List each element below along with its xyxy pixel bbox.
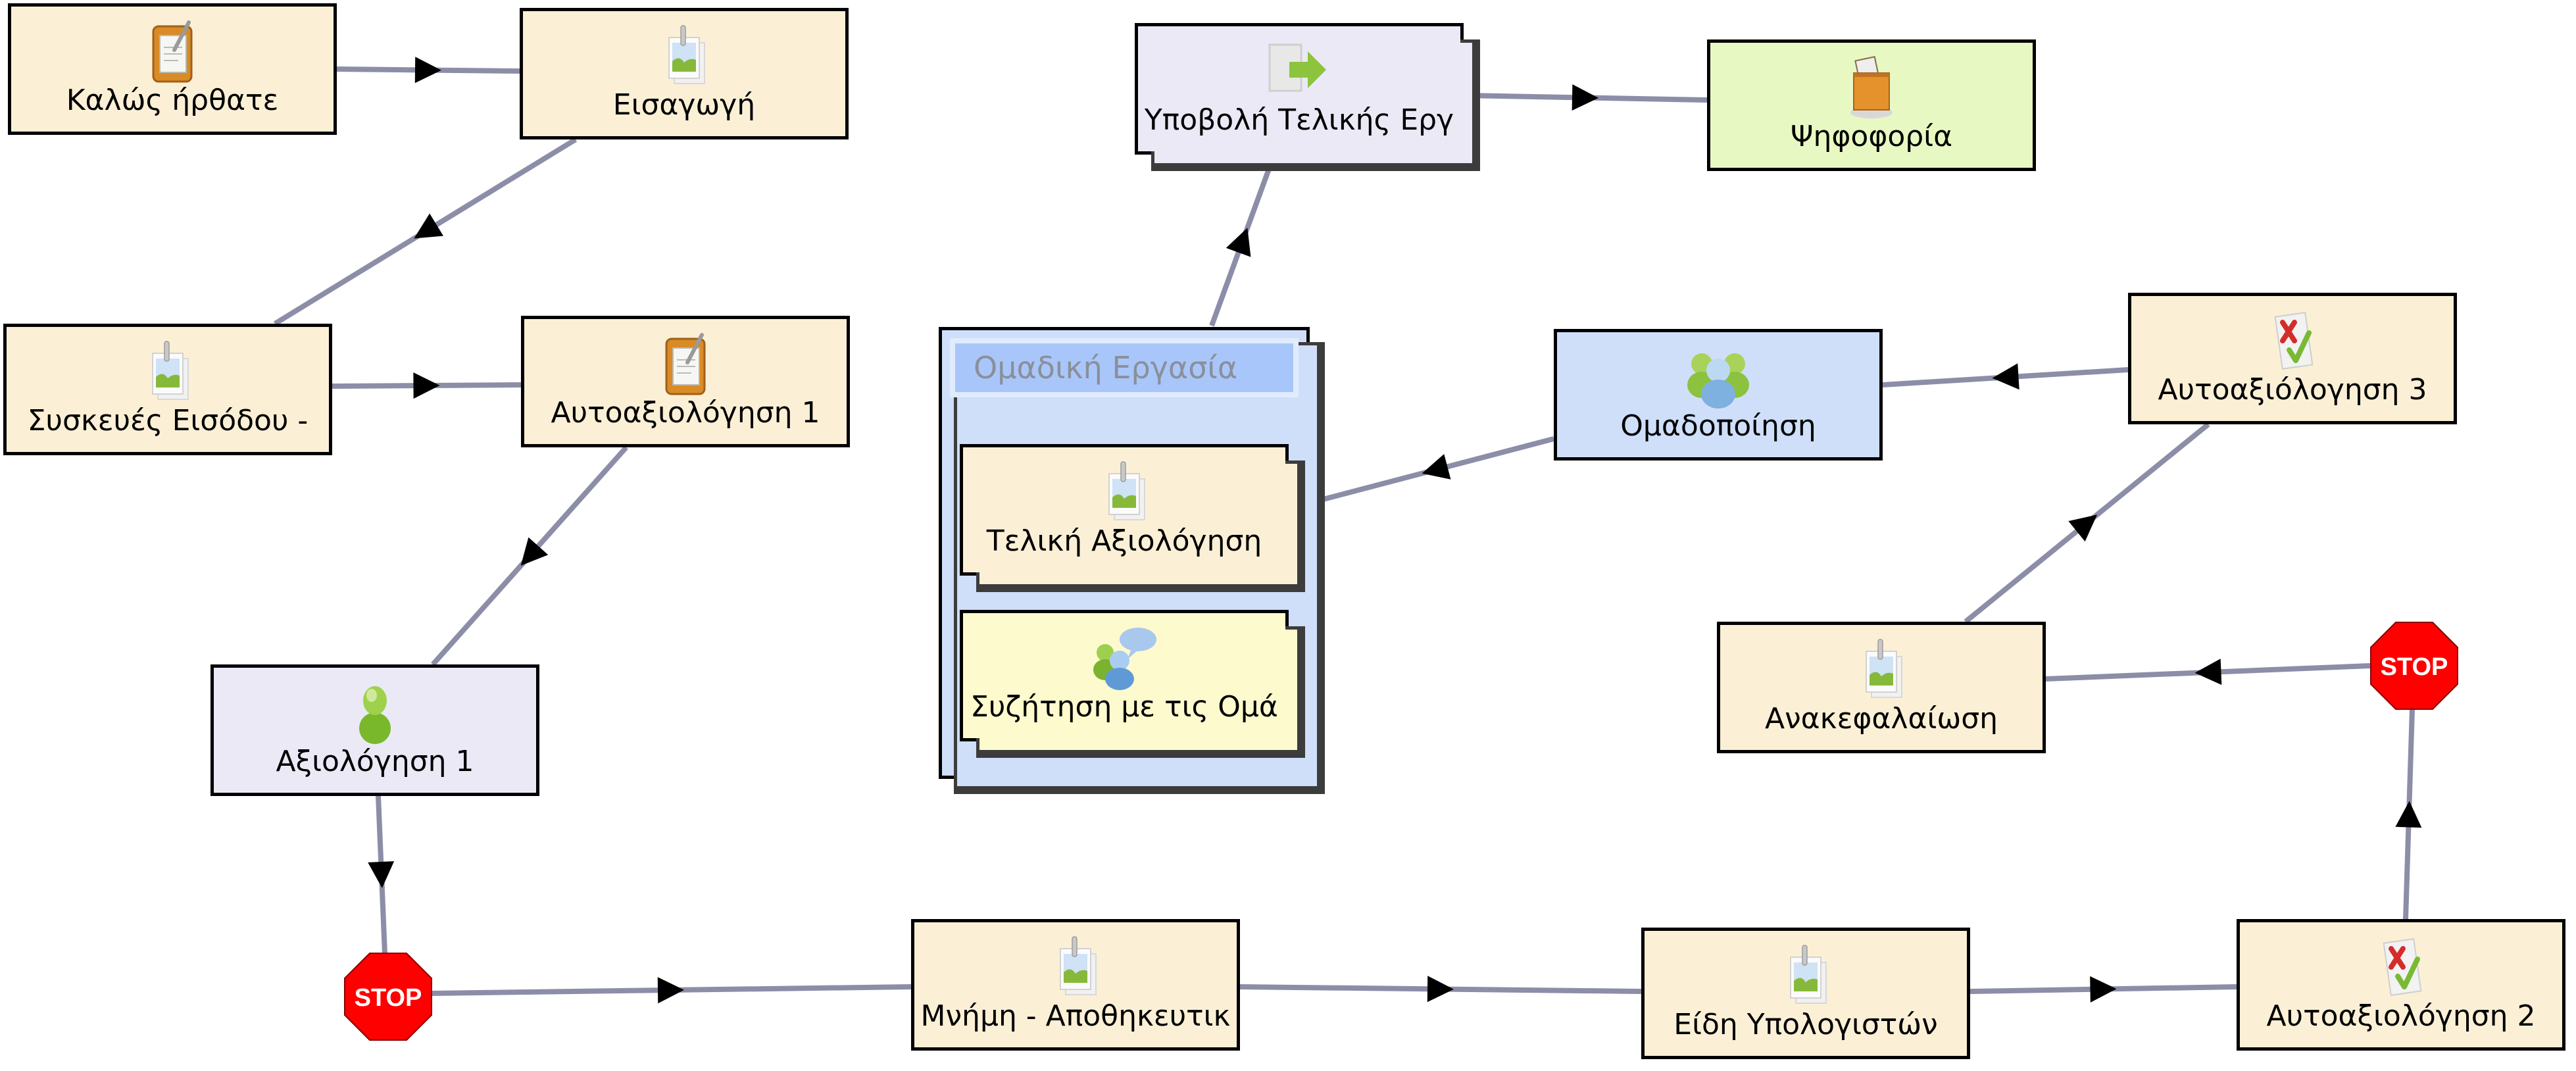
- activity-self-assessment-1[interactable]: Αυτοαξιολόγηση 1: [521, 316, 850, 447]
- activity-label: Τελική Αξιολόγηση: [986, 524, 1262, 558]
- arrowhead-icon: [2194, 659, 2222, 685]
- arrowhead-icon: [1427, 976, 1454, 1003]
- activity-label: Υποβολή Τελικής Εργ: [1144, 103, 1454, 137]
- notebook-icon: [143, 18, 202, 84]
- image-gallery-icon: [1776, 943, 1835, 1009]
- notebook-icon: [656, 331, 715, 397]
- activity-label: Ομαδοποίηση: [1620, 409, 1816, 443]
- arrowhead-icon: [520, 537, 549, 566]
- activity-label: Είδη Υπολογιστών: [1673, 1008, 1938, 1041]
- arrowhead-icon: [414, 57, 441, 84]
- activity-label: Ανακεφαλαίωση: [1765, 702, 1998, 735]
- arrowhead-icon: [413, 372, 440, 399]
- activity-grouping[interactable]: Ομαδοποίηση: [1554, 329, 1883, 461]
- activity-label: Συζήτηση με τις Ομά: [970, 690, 1278, 724]
- arrowhead-icon: [657, 977, 684, 1004]
- image-gallery-icon: [138, 339, 197, 405]
- arrowhead-icon: [1992, 363, 2019, 390]
- activity-assessment-1[interactable]: Αξιολόγηση 1: [211, 664, 539, 796]
- activity-self-assessment-2[interactable]: Αυτοαξιολόγηση 2: [2237, 919, 2565, 1051]
- activity-label: Μνήμη - Αποθηκευτικ: [920, 999, 1231, 1033]
- group-work-container[interactable]: Ομαδική Εργασία Τελική Αξιολόγηση Συζήτη…: [939, 327, 1325, 794]
- activity-self-assessment-3[interactable]: Αυτοαξιόλογηση 3: [2128, 293, 2457, 424]
- activity-label: Ψηφοφορία: [1790, 120, 1953, 153]
- stop-gate-2[interactable]: STOP: [2369, 621, 2459, 710]
- quiz-check-icon: [2263, 308, 2322, 374]
- arrowhead-icon: [2090, 976, 2117, 1003]
- arrowhead-icon: [1422, 454, 1451, 480]
- stop-sign-icon: STOP: [2370, 622, 2458, 710]
- activity-final-submission[interactable]: Υποβολή Τελικής Εργ: [1135, 23, 1480, 171]
- arrowhead-icon: [1226, 228, 1251, 257]
- activity-memory-storage[interactable]: Μνήμη - Αποθηκευτικ: [911, 919, 1240, 1051]
- stop-gate-1[interactable]: STOP: [343, 952, 433, 1041]
- arrowhead-icon: [414, 213, 444, 239]
- quiz-check-icon: [2371, 934, 2431, 1000]
- image-gallery-icon: [1095, 459, 1154, 525]
- activity-final-assessment[interactable]: Τελική Αξιολόγηση: [960, 444, 1305, 592]
- activity-label: Εισαγωγή: [612, 88, 756, 122]
- activity-summary[interactable]: Ανακεφαλαίωση: [1717, 622, 2046, 753]
- group-users-icon: [1682, 344, 1754, 410]
- stop-label: STOP: [355, 984, 422, 1012]
- activity-group-chat[interactable]: Συζήτηση με τις Ομά: [960, 610, 1305, 758]
- activity-label: Αξιολόγηση 1: [276, 745, 474, 778]
- activity-label: Αυτοαξιολόγηση 1: [551, 396, 820, 430]
- image-gallery-icon: [1852, 637, 1911, 703]
- activity-intro[interactable]: Εισαγωγή: [520, 8, 849, 139]
- group-work-header: Ομαδική Εργασία: [950, 338, 1299, 397]
- ballot-box-icon: [1842, 55, 1901, 120]
- arrowhead-icon: [1572, 84, 1598, 111]
- activity-input-devices[interactable]: Συσκευές Εισόδου -: [3, 324, 332, 455]
- activity-label: Αυτοαξιολόγηση 2: [2266, 999, 2536, 1033]
- activity-label: Αυτοαξιόλογηση 3: [2158, 373, 2427, 407]
- activity-computer-types[interactable]: Είδη Υπολογιστών: [1641, 928, 1970, 1059]
- arrowhead-icon: [368, 861, 395, 888]
- image-gallery-icon: [1046, 934, 1105, 1000]
- image-gallery-icon: [655, 23, 714, 89]
- activity-label: Συσκευές Εισόδου -: [27, 404, 309, 437]
- stop-label: STOP: [2381, 653, 2448, 681]
- arrowhead-icon: [2395, 801, 2422, 828]
- activity-label: Καλώς ήρθατε: [66, 84, 279, 117]
- user-icon: [345, 680, 405, 745]
- arrowhead-icon: [2068, 514, 2098, 542]
- activity-voting[interactable]: Ψηφοφορία: [1707, 39, 2036, 171]
- chat-users-icon: [1088, 625, 1160, 691]
- activity-welcome[interactable]: Καλώς ήρθατε: [8, 3, 337, 135]
- group-work-title: Ομαδική Εργασία: [974, 350, 1238, 386]
- stop-sign-icon: STOP: [344, 953, 432, 1041]
- submit-file-icon: [1263, 38, 1335, 104]
